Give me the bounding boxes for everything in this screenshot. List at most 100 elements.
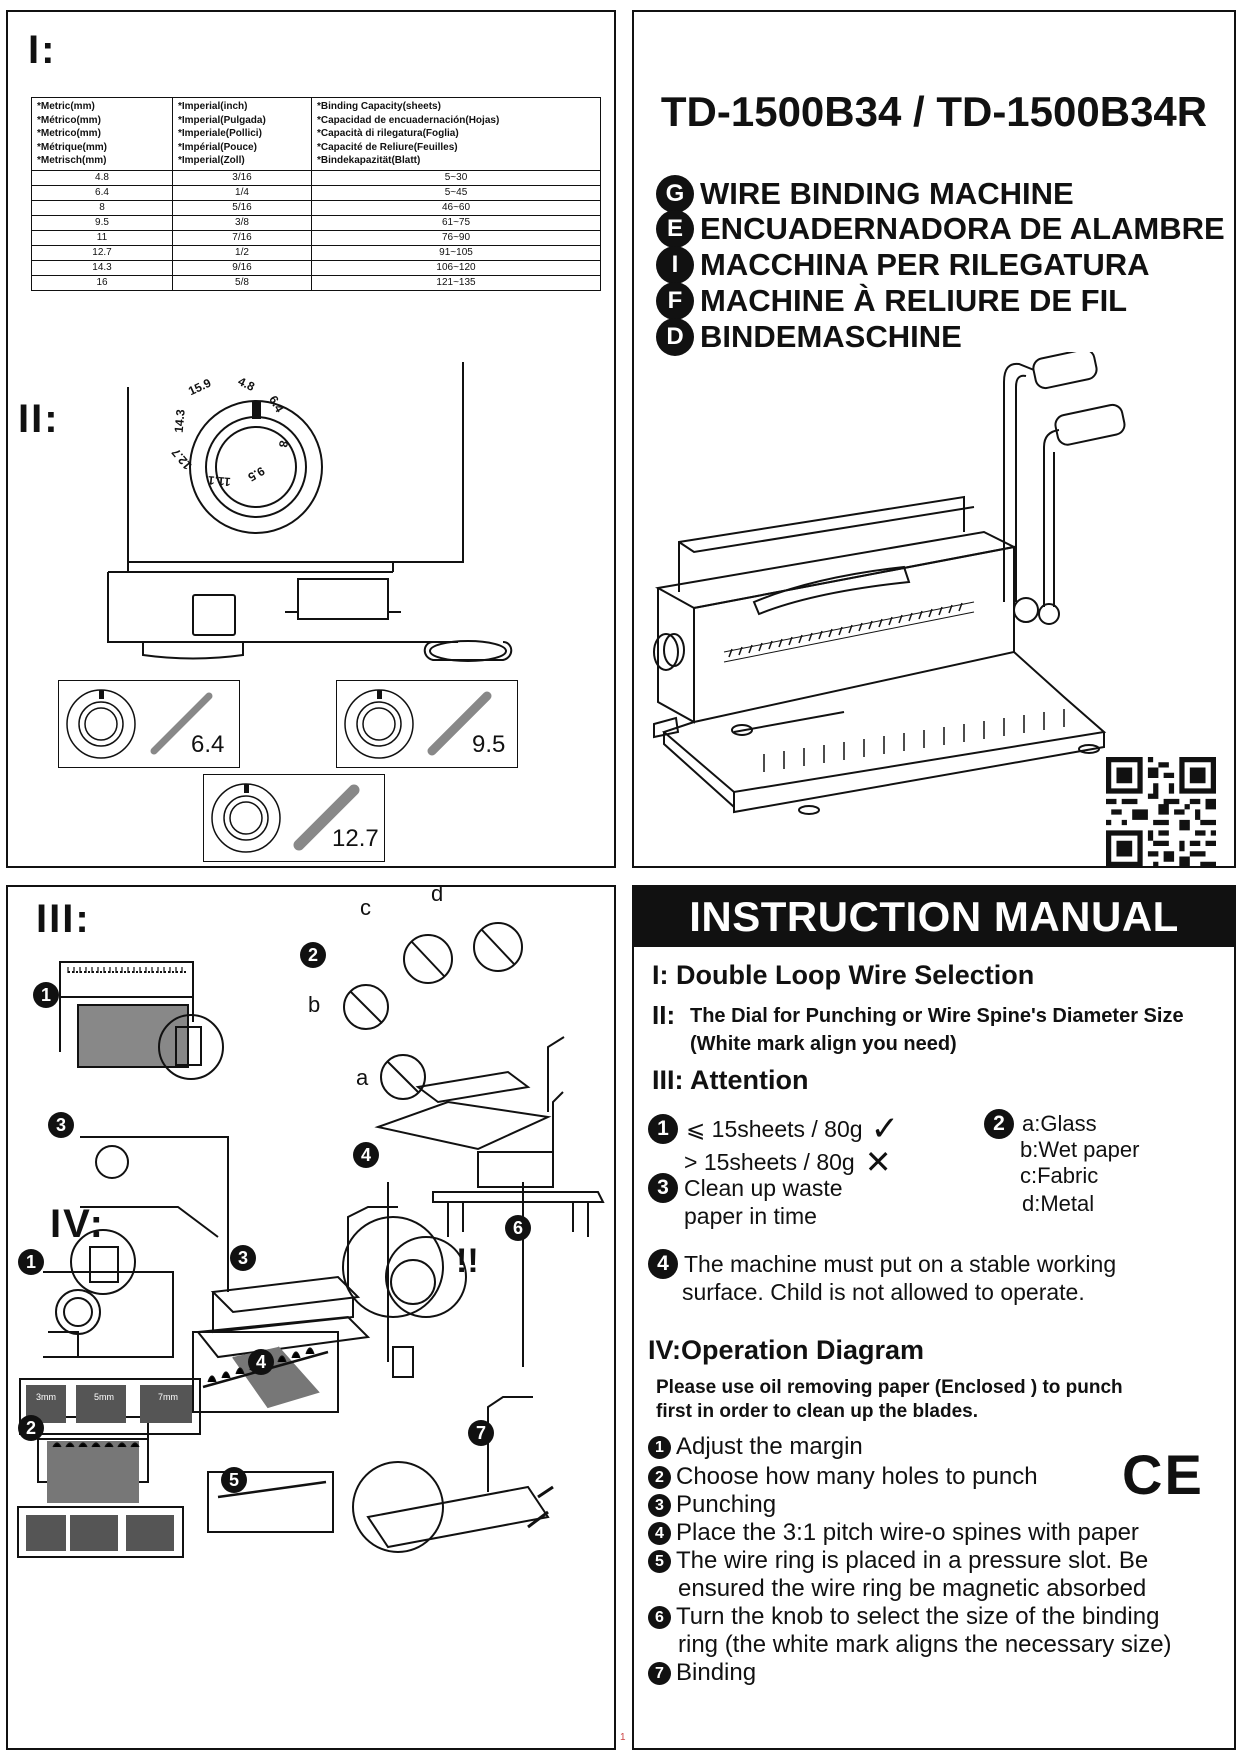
header-capacity: *Binding Capacity(sheets)*Capacidad de e… <box>311 97 601 171</box>
lang-row-e: E ENCUADERNADORA DE ALAMBRE <box>656 210 1225 248</box>
lang-title: MACCHINA PER RILEGATURA <box>700 247 1150 282</box>
attention-badge-4: 4 <box>648 1249 678 1279</box>
attention-letter-a: a <box>356 1065 369 1090</box>
lang-title: WIRE BINDING MACHINE <box>700 176 1074 211</box>
instruction-manual-banner: INSTRUCTION MANUAL <box>634 887 1234 947</box>
iv-note-line2: first in order to clean up the blades. <box>656 1401 978 1422</box>
section-iii-label: III: <box>36 897 91 941</box>
attention-letter-b: b <box>308 992 321 1017</box>
attention-1-not-ok: > 15sheets / 80g ✕ <box>684 1143 892 1181</box>
section-iv-title: IV:Operation Diagram <box>648 1335 925 1365</box>
section-iii-title: III: Attention <box>652 1065 809 1095</box>
section-i-label: I: <box>28 28 57 72</box>
section-ii-subtitle: (White mark align you need) <box>690 1033 957 1055</box>
wire-label-6-4: 6.4 <box>191 731 225 758</box>
lang-badge: D <box>656 318 694 356</box>
section-ii-label: II: <box>18 397 60 441</box>
lang-title: MACHINE À RELIURE DE FIL <box>700 283 1128 318</box>
section-ii-label: II: <box>652 1000 676 1030</box>
binding-machine-illustration <box>653 352 1126 815</box>
attention-2-wet-paper: b:Wet paper <box>1020 1137 1140 1162</box>
attention-letter-d: d <box>431 885 444 906</box>
iv-note-line1: Please use oil removing paper (Enclosed … <box>656 1377 1123 1398</box>
lang-badge: G <box>656 175 694 213</box>
attention-2: 2 a:Glass <box>984 1109 1097 1139</box>
margin-label-7mm: 7mm <box>158 1392 178 1402</box>
panel-instructions: INSTRUCTION MANUAL I: Double Loop Wire S… <box>632 885 1236 1750</box>
ce-mark: CE <box>1122 1443 1204 1506</box>
attention-4-line1: The machine must put on a stable working <box>684 1250 1117 1277</box>
dial-machine-illustration <box>107 362 513 662</box>
page-number: 1 <box>620 1732 626 1743</box>
step-badge-iv-4: 4 <box>248 1349 274 1375</box>
attention-badge-2: 2 <box>984 1109 1014 1139</box>
attention-operation-illustrations <box>17 922 605 1558</box>
attention-badge-3: 3 <box>648 1173 678 1203</box>
header-imperial: *Imperial(inch)*Imperial(Pulgada)*Imperi… <box>172 97 312 171</box>
dial-label-11-1: 11.1 <box>207 473 232 489</box>
step-badge-iv-1: 1 <box>18 1249 44 1275</box>
step-badge-iv-6: 6 <box>505 1215 531 1241</box>
panel-attention-diagrams: III: <box>6 885 616 1750</box>
dial-white-mark <box>252 401 261 419</box>
wire-example-12-7: 12.7 <box>203 774 385 862</box>
margin-label-5mm: 5mm <box>94 1392 114 1402</box>
lang-title: BINDEMASCHINE <box>700 319 962 354</box>
wire-label-12-7: 12.7 <box>332 825 379 852</box>
lang-row-i: I MACCHINA PER RILEGATURA <box>656 246 1150 284</box>
attention-badge-1: 1 <box>648 1114 678 1144</box>
step-badge-iii-2: 2 <box>300 942 326 968</box>
attention-1-ok: 1 ⩽ 15sheets / 80g ✓ <box>648 1109 899 1149</box>
attention-4: 4 The machine must put on a stable worki… <box>648 1249 1116 1279</box>
attention-1-gt-text: > 15sheets / 80g <box>684 1148 855 1175</box>
section-ii-title: The Dial for Punching or Wire Spine's Di… <box>690 1005 1184 1027</box>
attention-2-metal: d:Metal <box>1022 1191 1095 1216</box>
lang-badge: E <box>656 210 694 248</box>
dial-label-14-3: 14.3 <box>171 408 188 434</box>
cross-icon: ✕ <box>864 1144 892 1180</box>
panel-cover: TD-1500B34 / TD-1500B34R G WIRE BINDING … <box>632 10 1236 868</box>
lang-row-d: D BINDEMASCHINE <box>656 318 962 356</box>
operation-step-5-cont: ensured the wire ring be magnetic absorb… <box>678 1575 1147 1602</box>
attention-4-line2: surface. Child is not allowed to operate… <box>682 1279 1085 1305</box>
lang-title: ENCUADERNADORA DE ALAMBRE <box>700 211 1225 246</box>
step-badge-iv-5: 5 <box>221 1467 247 1493</box>
wire-size-table: *Metric(mm)*Métrico(mm)*Metrico(mm)*Métr… <box>31 97 601 291</box>
lang-row-f: F MACHINE À RELIURE DE FIL <box>656 282 1127 320</box>
step-badge-iii-3: 3 <box>48 1112 74 1138</box>
lang-row-g: G WIRE BINDING MACHINE <box>656 175 1074 213</box>
check-icon: ✓ <box>870 1110 900 1148</box>
attention-2-fabric: c:Fabric <box>1020 1163 1099 1188</box>
attention-2-glass: a:Glass <box>1022 1111 1097 1136</box>
wire-example-6-4: 6.4 <box>58 680 240 768</box>
step-badge-iii-4: 4 <box>353 1142 379 1168</box>
margin-label-3mm: 3mm <box>36 1392 56 1402</box>
panel-wire-selection: I: *Metric(mm)*Métrico(mm)*Metrico(mm)*M… <box>6 10 616 868</box>
qr-code <box>1106 757 1216 866</box>
operation-step-6-cont: ring (the white mark aligns the necessar… <box>678 1631 1172 1658</box>
step-badge-iv-2: 2 <box>18 1415 44 1441</box>
step-badge-iv-7: 7 <box>468 1420 494 1446</box>
wire-example-9-5: 9.5 <box>336 680 518 768</box>
attention-1-le-text: ⩽ 15sheets / 80g <box>686 1115 863 1142</box>
alert-marks: !! <box>456 1242 479 1280</box>
step-badge-iii-1: 1 <box>33 982 59 1008</box>
model-title: TD-1500B34 / TD-1500B34R <box>660 88 1208 135</box>
section-i-title: I: Double Loop Wire Selection <box>652 960 1035 990</box>
attention-3: 3 Clean up waste <box>648 1173 843 1203</box>
attention-3-line2: paper in time <box>684 1203 817 1229</box>
